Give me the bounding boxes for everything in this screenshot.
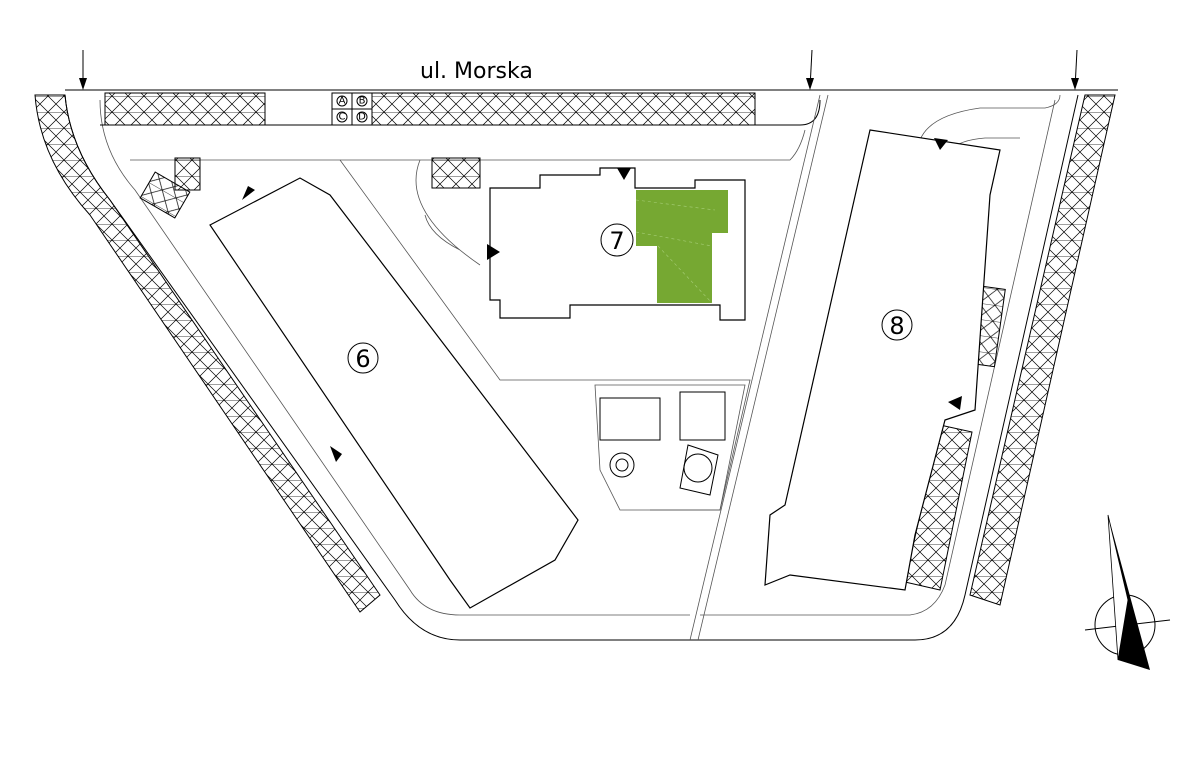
playground <box>594 384 746 511</box>
building-6 <box>209 177 579 609</box>
parking-box <box>174 157 201 191</box>
parking-labels: A B C D <box>331 92 373 126</box>
north-arrow-icon <box>1084 514 1171 670</box>
parking-box <box>431 157 481 189</box>
building-7-label: 7 <box>609 227 624 255</box>
building-7-highlight <box>636 190 728 303</box>
right-hedge-strip <box>969 94 1116 606</box>
parking-box <box>139 171 191 219</box>
building-8-label: 8 <box>889 312 904 340</box>
svg-text:C: C <box>339 112 346 123</box>
parking-strip <box>371 92 756 126</box>
building-6-label: 6 <box>355 345 370 373</box>
svg-text:A: A <box>339 96 346 107</box>
svg-text:D: D <box>358 112 366 123</box>
parking-strip <box>104 92 266 126</box>
building-8 <box>764 129 1001 591</box>
site-boundary <box>64 94 1079 641</box>
svg-text:B: B <box>359 96 366 107</box>
street-name: ul. Morska <box>420 59 533 84</box>
entrance-arrow-icon <box>79 49 1079 90</box>
